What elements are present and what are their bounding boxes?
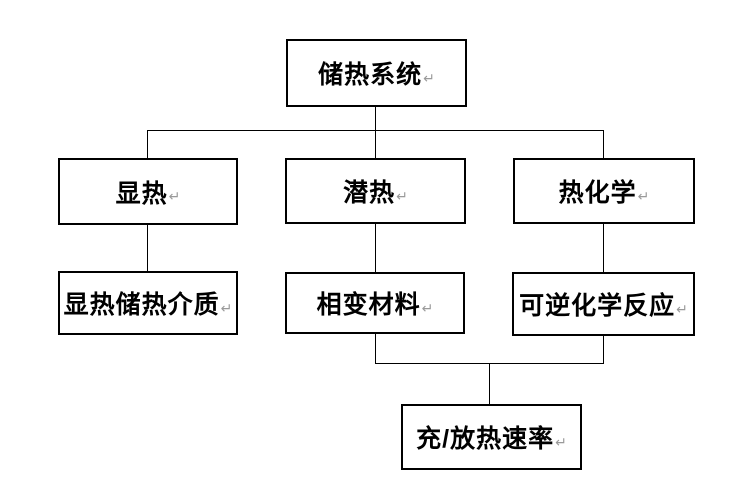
node-sensible-storage-medium[interactable]: 显热储热介质 ↵ — [58, 271, 238, 335]
node-thermochemical[interactable]: 热化学 ↵ — [513, 158, 695, 224]
connector-sensible-to-medium — [147, 224, 148, 272]
node-phase-change-material[interactable]: 相变材料 ↵ — [285, 272, 465, 334]
node-reversible-chemical-reaction[interactable]: 可逆化学反应 ↵ — [512, 272, 695, 336]
connector-drop-latent — [375, 130, 376, 158]
paragraph-mark-icon: ↵ — [220, 299, 233, 316]
paragraph-mark-icon: ↵ — [396, 187, 408, 204]
connector-reaction-down — [603, 335, 604, 364]
connector-latent-to-pcm — [375, 223, 376, 273]
paragraph-mark-icon: ↵ — [421, 299, 434, 316]
node-reversible-chemical-reaction-label: 可逆化学反应 — [519, 292, 676, 320]
paragraph-mark-icon: ↵ — [168, 188, 181, 204]
connector-pcm-down — [375, 333, 376, 364]
node-sensible-storage-medium-label: 显热储热介质 — [63, 291, 220, 319]
connector-thermo-to-reaction — [603, 223, 604, 273]
connector-drop-thermochemical — [603, 130, 604, 158]
node-latent-heat[interactable]: 潜热 ↵ — [285, 158, 466, 224]
connector-drop-sensible — [147, 130, 148, 158]
node-heat-storage-system-label: 储热系统 — [318, 61, 423, 89]
paragraph-mark-icon: ↵ — [676, 300, 688, 317]
node-charge-discharge-rate[interactable]: 充/放热速率 ↵ — [401, 404, 582, 470]
node-latent-heat-label: 潜热 — [343, 179, 396, 207]
paragraph-mark-icon: ↵ — [555, 433, 567, 450]
node-phase-change-material-label: 相变材料 — [316, 291, 421, 319]
node-charge-discharge-rate-label: 充/放热速率 — [416, 425, 555, 453]
node-thermochemical-label: 热化学 — [558, 179, 637, 207]
node-heat-storage-system[interactable]: 储热系统 ↵ — [286, 39, 467, 107]
node-sensible-heat-label: 显热 — [115, 179, 168, 208]
paragraph-mark-icon: ↵ — [423, 69, 435, 86]
connector-to-rate — [489, 363, 490, 405]
paragraph-mark-icon: ↵ — [637, 187, 650, 204]
node-sensible-heat[interactable]: 显热 ↵ — [58, 158, 238, 225]
connector-root-down — [375, 106, 376, 131]
